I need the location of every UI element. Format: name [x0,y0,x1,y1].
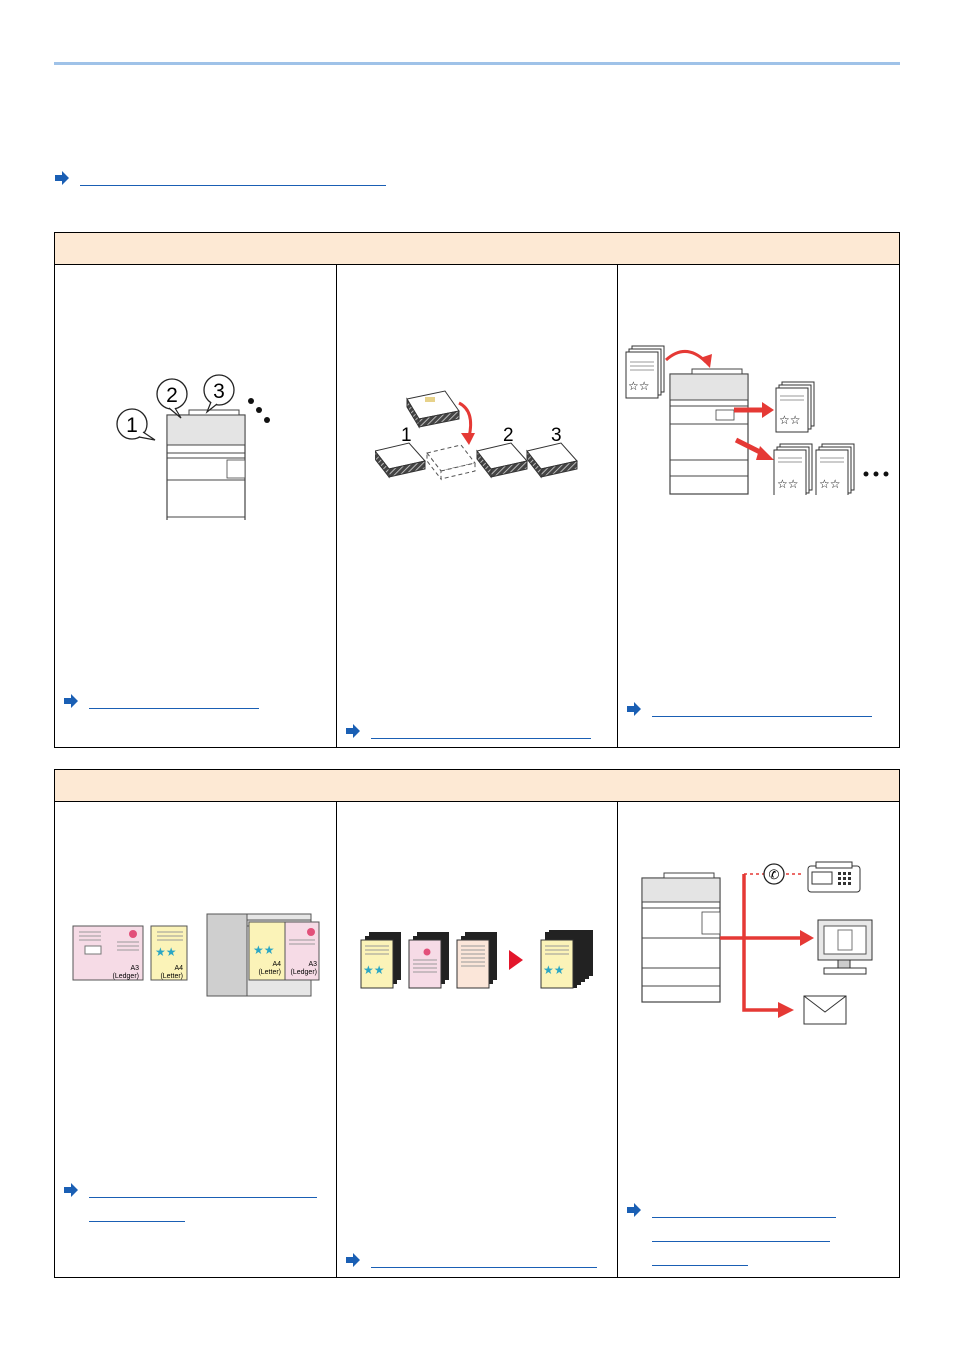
right-arrow-icon [345,1253,361,1267]
feature-cell-job-reservation: 1 2 3 [55,265,337,747]
svg-text:★★: ★★ [363,963,385,977]
paper-label-ledger: (Ledger) [291,969,317,976]
feature-row: 1 2 3 [55,265,899,747]
feature-link[interactable] [89,693,259,709]
job-number-2: 2 [166,384,178,407]
section-header [55,233,899,265]
feature-cell-interrupt-copy: 1 2 3 [337,265,619,747]
paper-label-a4: A4 [174,965,183,972]
paper-label-a4: A4 [272,961,281,968]
feature-link-block[interactable] [652,1202,836,1266]
paper-label-a3: A3 [130,965,139,972]
feature-cell-multi-send: ✆ [618,802,899,1277]
intro-link-row[interactable] [54,170,386,186]
job-reservation-illustration: 1 2 3 [109,340,339,520]
svg-text:★★: ★★ [155,945,177,959]
feature-link[interactable] [371,723,591,739]
feature-link-row[interactable] [345,723,591,739]
right-arrow-icon [626,1203,642,1217]
feature-section-2: A3 (Ledger) ★★ A4 (Letter) ★★ A4 (Letter… [54,769,900,1278]
job-retention-illustration: ☆☆ [624,340,894,495]
svg-text:★★: ★★ [543,963,565,977]
feature-link-row[interactable] [626,1202,836,1266]
svg-text:☆☆: ☆☆ [777,477,799,491]
stack-number-3: 3 [551,425,562,446]
feature-link[interactable] [652,1202,836,1218]
stack-number-2: 2 [503,425,514,446]
paper-label-letter: (Letter) [160,973,183,980]
job-number-1: 1 [126,414,138,437]
svg-text:☆☆: ☆☆ [628,379,650,393]
paper-label-ledger: (Ledger) [113,973,139,980]
feature-link-continued[interactable] [652,1226,830,1242]
feature-link[interactable] [371,1252,597,1268]
feature-link-continued[interactable] [652,1250,748,1266]
feature-link-row[interactable] [626,701,872,717]
job-number-3: 3 [213,380,225,403]
continuous-scan-illustration: ★★ [359,930,609,1000]
feature-link-row[interactable] [63,1182,317,1222]
svg-text:☆☆: ☆☆ [779,413,801,427]
right-arrow-icon [63,694,79,708]
paper-label-a3: A3 [308,961,317,968]
feature-link-row[interactable] [63,693,259,709]
svg-text:✆: ✆ [769,868,780,883]
intro-link[interactable] [80,170,386,186]
feature-cell-mixed-size: A3 (Ledger) ★★ A4 (Letter) ★★ A4 (Letter… [55,802,337,1277]
svg-text:★★: ★★ [253,943,275,957]
feature-section-1: 1 2 3 [54,232,900,748]
feature-link[interactable] [89,1182,317,1198]
right-arrow-icon [54,171,70,185]
feature-link-row[interactable] [345,1252,597,1268]
right-arrow-icon [63,1183,79,1197]
feature-cell-continuous-scan: ★★ [337,802,619,1277]
feature-cell-job-retention: ☆☆ [618,265,899,747]
svg-text:☆☆: ☆☆ [819,477,841,491]
top-rule [54,62,900,65]
feature-link[interactable] [652,701,872,717]
right-arrow-icon [626,702,642,716]
section-header [55,770,899,802]
interrupt-copy-illustration: 1 2 3 [375,375,595,485]
right-arrow-icon [345,724,361,738]
paper-label-letter: (Letter) [258,969,281,976]
feature-link-continued[interactable] [89,1206,185,1222]
feature-link-block[interactable] [89,1182,317,1222]
mixed-size-originals-illustration: A3 (Ledger) ★★ A4 (Letter) ★★ A4 (Letter… [71,910,331,1000]
feature-row: A3 (Ledger) ★★ A4 (Letter) ★★ A4 (Letter… [55,802,899,1277]
stack-number-1: 1 [401,425,412,446]
send-to-multiple-destinations-illustration: ✆ [638,860,878,1025]
